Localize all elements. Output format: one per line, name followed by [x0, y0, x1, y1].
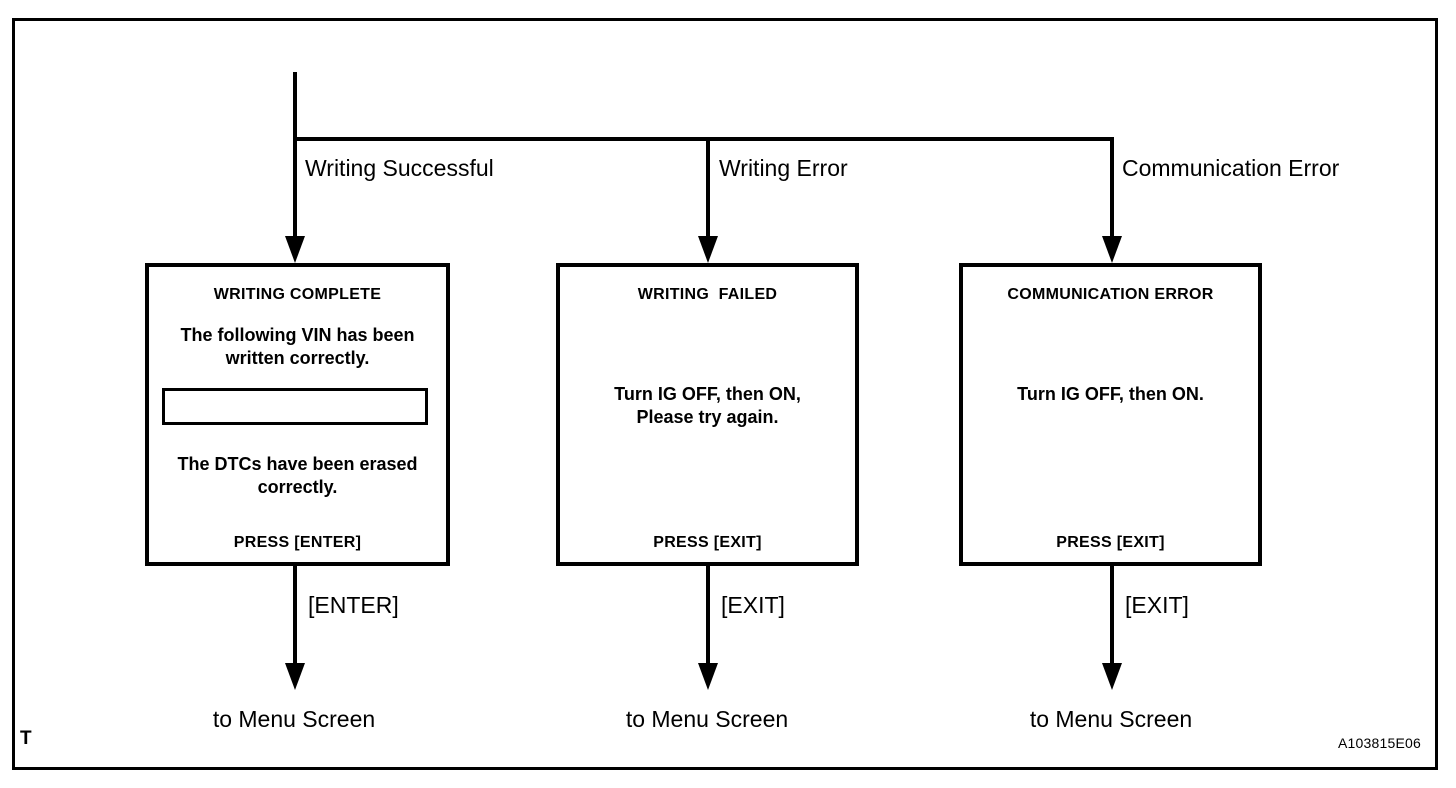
- exit-line-writing-failed: [706, 566, 710, 665]
- screen-body-writing-complete-lower: The DTCs have been erased correctly.: [157, 453, 438, 498]
- screen-writing-failed: WRITING FAILED Turn IG OFF, then ON, Ple…: [556, 263, 859, 566]
- terminal-to-menu-screen-3: to Menu Screen: [1029, 706, 1193, 732]
- screen-body-writing-complete-upper: The following VIN has been written corre…: [157, 324, 438, 369]
- screen-writing-complete: WRITING COMPLETE The following VIN has b…: [145, 263, 450, 566]
- key-label-exit-communication-error: [EXIT]: [1125, 592, 1189, 618]
- terminal-to-menu-screen-1: to Menu Screen: [212, 706, 376, 732]
- corner-mark-t: T: [20, 728, 32, 749]
- screen-body-line: Please try again.: [636, 406, 779, 427]
- branch-bus-line: [293, 137, 1114, 141]
- screen-body-line: The DTCs have been erased: [177, 454, 418, 474]
- branch-line-writing-successful: [293, 137, 297, 238]
- branch-label-writing-successful: Writing Successful: [305, 155, 494, 181]
- branch-label-communication-error: Communication Error: [1122, 155, 1340, 181]
- screen-body-line: Turn IG OFF, then ON,: [614, 384, 801, 404]
- vin-value-field[interactable]: [162, 388, 428, 425]
- screen-footer-writing-complete: PRESS [ENTER]: [233, 534, 362, 551]
- branch-line-writing-error: [706, 137, 710, 238]
- incoming-flow-line: [293, 72, 297, 142]
- exit-line-communication-error: [1110, 566, 1114, 665]
- screen-footer-communication-error: PRESS [EXIT]: [1056, 534, 1165, 551]
- screen-body-line: The following VIN has been: [180, 325, 415, 345]
- screen-footer-writing-failed: PRESS [EXIT]: [653, 534, 762, 551]
- exit-arrowhead-communication-error: [1102, 663, 1122, 690]
- screen-title-writing-complete: WRITING COMPLETE: [213, 286, 382, 303]
- screen-body-line: Turn IG OFF, then ON.: [1017, 384, 1204, 404]
- screen-body-writing-failed: Turn IG OFF, then ON, Please try again.: [568, 383, 847, 428]
- branch-arrowhead-communication-error: [1102, 236, 1122, 263]
- branch-arrowhead-writing-error: [698, 236, 718, 263]
- screen-body-line: correctly.: [257, 476, 338, 497]
- figure-frame: [12, 18, 1438, 770]
- branch-line-communication-error: [1110, 137, 1114, 238]
- exit-arrowhead-writing-complete: [285, 663, 305, 690]
- screen-communication-error: COMMUNICATION ERROR Turn IG OFF, then ON…: [959, 263, 1262, 566]
- screen-title-communication-error: COMMUNICATION ERROR: [1007, 286, 1214, 303]
- screen-body-communication-error: Turn IG OFF, then ON.: [971, 383, 1250, 406]
- exit-line-writing-complete: [293, 566, 297, 665]
- screen-title-writing-failed: WRITING FAILED: [637, 286, 778, 303]
- terminal-to-menu-screen-2: to Menu Screen: [625, 706, 789, 732]
- branch-arrowhead-writing-successful: [285, 236, 305, 263]
- exit-arrowhead-writing-failed: [698, 663, 718, 690]
- screen-body-line: written correctly.: [225, 347, 370, 368]
- branch-label-writing-error: Writing Error: [719, 155, 848, 181]
- figure-id-code: A103815E06: [1338, 735, 1421, 751]
- key-label-exit-writing-failed: [EXIT]: [721, 592, 785, 618]
- key-label-enter: [ENTER]: [308, 592, 399, 618]
